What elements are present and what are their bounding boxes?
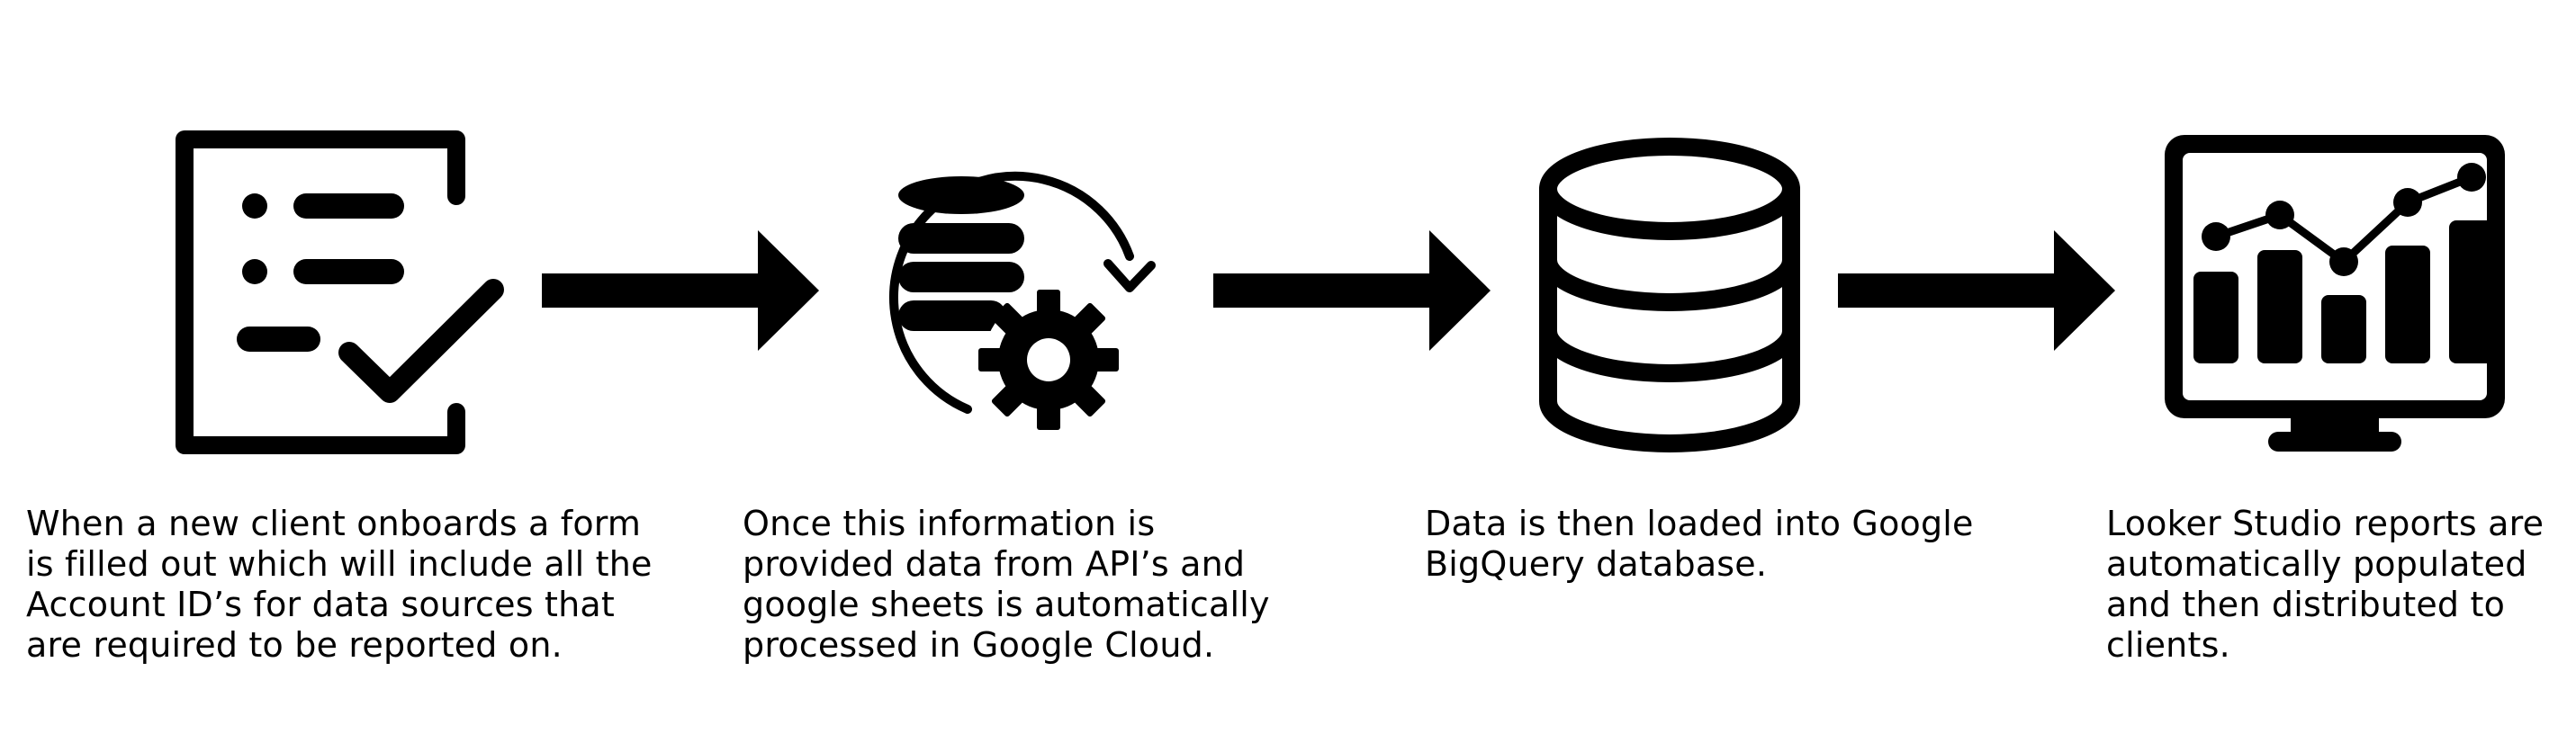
caption-line: and then distributed to bbox=[2106, 585, 2506, 624]
form-checklist-icon bbox=[176, 130, 504, 454]
caption-line: clients. bbox=[2106, 625, 2230, 665]
step-1-caption: When a new client onboards a form is fil… bbox=[26, 504, 653, 666]
arrow-right-icon bbox=[1838, 230, 2115, 351]
caption-line: Account ID’s for data sources that bbox=[26, 585, 615, 624]
caption-line: is filled out which will include all the bbox=[26, 544, 653, 584]
caption-line: BigQuery database. bbox=[1425, 544, 1768, 584]
step-3-caption: Data is then loaded into Google BigQuery… bbox=[1425, 504, 1974, 585]
caption-line: Once this information is bbox=[743, 504, 1156, 543]
caption-line: google sheets is automatically bbox=[743, 585, 1270, 624]
caption-line: processed in Google Cloud. bbox=[743, 625, 1215, 665]
caption-line: Data is then loaded into Google bbox=[1425, 504, 1974, 543]
monitor-chart-icon bbox=[2165, 135, 2505, 452]
caption-line: provided data from API’s and bbox=[743, 544, 1246, 584]
caption-line: automatically populated bbox=[2106, 544, 2527, 584]
database-icon bbox=[1539, 138, 1800, 452]
database-gear-sync-icon bbox=[889, 171, 1156, 430]
caption-line: are required to be reported on. bbox=[26, 625, 563, 665]
caption-line: Looker Studio reports are bbox=[2106, 504, 2544, 543]
caption-line: When a new client onboards a form bbox=[26, 504, 642, 543]
step-2-caption: Once this information is provided data f… bbox=[743, 504, 1270, 666]
arrow-right-icon bbox=[542, 230, 819, 351]
arrow-right-icon bbox=[1213, 230, 1491, 351]
step-4-caption: Looker Studio reports are automatically … bbox=[2106, 504, 2544, 666]
